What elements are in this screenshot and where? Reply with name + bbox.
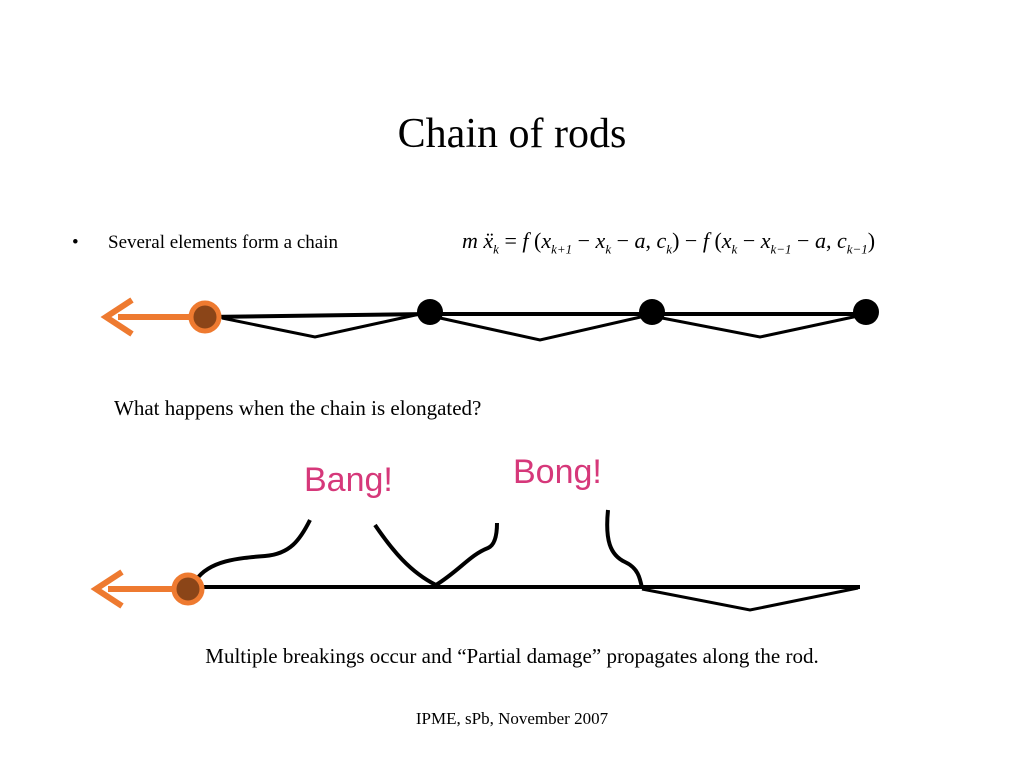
eq-minus: − [679,228,703,253]
eq-sub: k [605,241,612,257]
eq-equals: = [498,228,523,253]
eq-sub: k [493,241,499,257]
question-text: What happens when the chain is elongated… [114,396,482,420]
eq-accel: ẍ [483,228,494,253]
eq-minus: − [611,228,635,253]
bong-label: Bong! [513,453,602,491]
eq-x: x [760,228,771,253]
pull-arrow-bottom [90,569,178,609]
eq-paren: ( [708,228,722,253]
bullet-item: • Several elements form a chain [72,230,338,256]
chain-node [853,299,879,325]
chain-node [417,299,443,325]
bullet-mark: • [72,232,79,253]
rod-segment [430,312,652,342]
eq-sub: k [731,241,738,257]
broken-fiber [605,509,644,589]
eq-minus: − [572,228,596,253]
pull-arrow-top [100,297,196,337]
eq-sub: k−1 [846,241,868,257]
pulled-end-node [188,300,222,334]
broken-fiber [373,522,499,588]
broken-chain-diagram [90,509,860,612]
conclusion-text: Multiple breakings occur and “Partial da… [205,644,819,668]
eq-x: x [541,228,552,253]
eq-sub: k−1 [770,241,792,257]
eq-paren: ) [867,228,876,253]
equation-of-motion: m ẍk = f (xk+1 − xk − a, ck) − f (xk − x… [462,224,875,266]
chain-node [639,299,665,325]
eq-minus: − [737,228,761,253]
eq-f: f [702,228,709,253]
eq-paren: ( [528,228,542,253]
pulled-end-node [171,572,205,606]
intact-chain-diagram [100,297,879,342]
eq-sub: k+1 [551,241,573,257]
slide-footer: IPME, sPb, November 2007 [415,709,609,728]
eq-x: x [721,228,732,253]
eq-c: c [836,228,847,253]
rod-segment [652,312,866,339]
eq-c: c [656,228,667,253]
bang-label: Bang! [304,461,393,499]
eq-minus: − [791,228,815,253]
eq-a: a [634,228,646,253]
eq-comma: , [825,228,837,253]
slide-title: Chain of rods [397,111,627,157]
bullet-text: Several elements form a chain [108,232,339,253]
eq-mass: m [462,228,478,253]
eq-paren: ) [672,228,680,253]
broken-fiber [194,519,312,582]
rod-segment-intact [641,586,859,612]
eq-f: f [522,228,529,253]
eq-sub: k [666,241,673,257]
eq-x: x [595,228,606,253]
eq-a: a [814,228,826,253]
eq-comma: , [645,228,657,253]
rod-segment [204,312,431,339]
